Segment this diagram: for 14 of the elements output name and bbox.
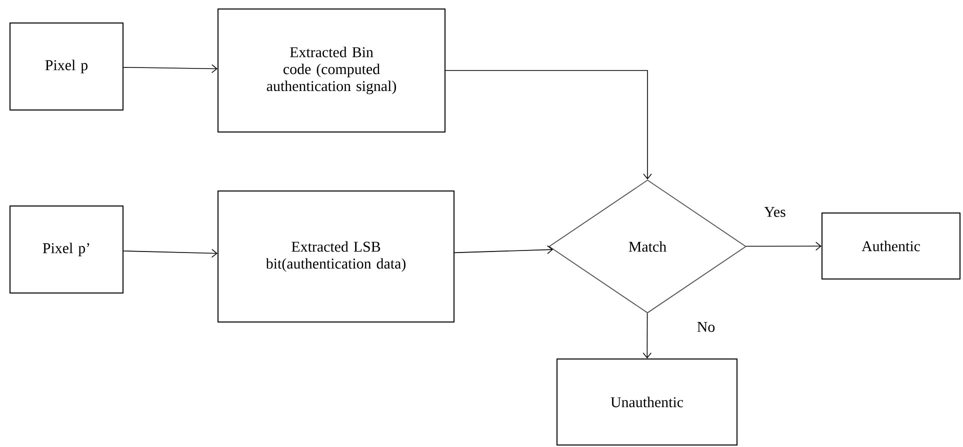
arrow [123,64,218,74]
process-box: Pixel p [10,22,124,110]
process-box: Pixel p’ [10,205,124,294]
edge-label: No [696,321,716,333]
arrow [746,242,822,251]
process-box: Extracted Bin code (computed authentication signal) [218,8,446,132]
process-box: Unauthentic [556,358,738,446]
process-box: Extracted LSB bit(authentication data) [218,190,454,322]
arrow [454,245,554,254]
edge-label: Yes [763,206,787,218]
arrow [445,70,652,180]
arrow [642,312,652,358]
arrow [123,248,218,258]
process-box: Authentic [822,212,960,280]
